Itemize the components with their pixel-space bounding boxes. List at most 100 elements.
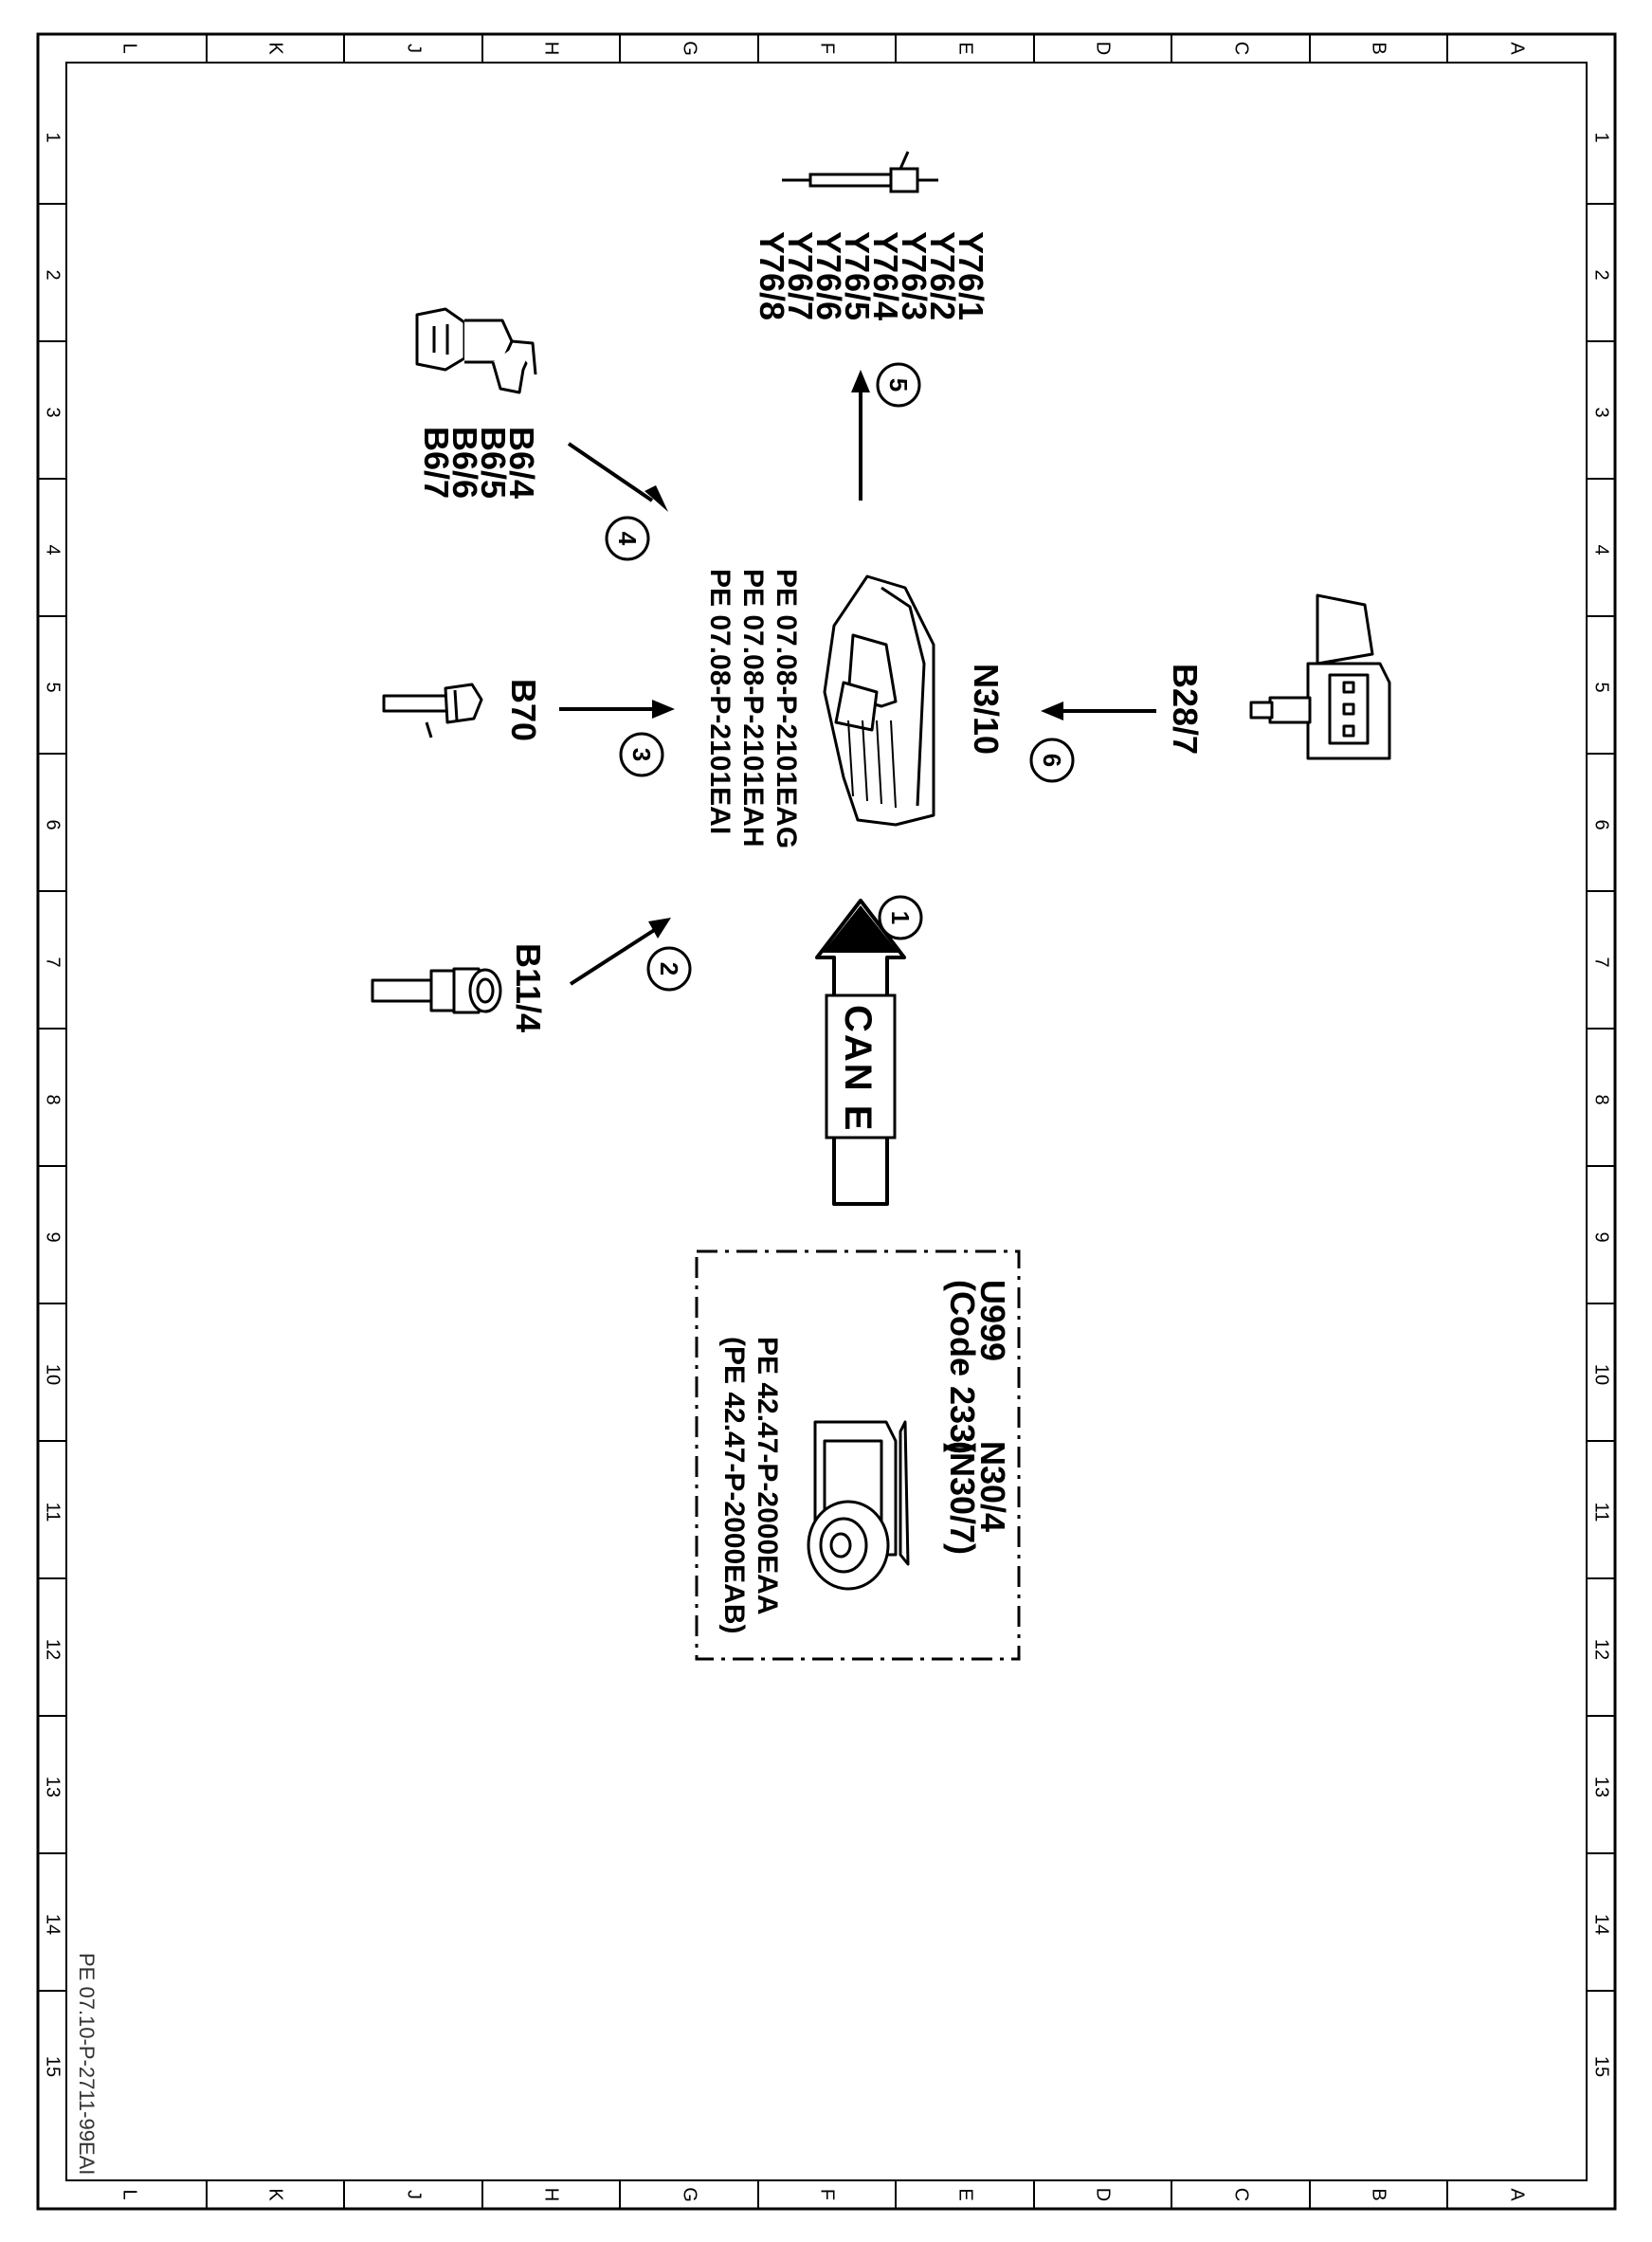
callouts: 1 2 3 4 5 6: [605, 362, 1075, 992]
control-unit-n3-10: N3/10 PE 07.08-P-2101EAG PE 07.08-P-2101…: [704, 569, 1006, 848]
sensor-b70: B70: [382, 679, 543, 741]
row-number: 15: [43, 2056, 64, 2077]
row-number: 2: [1591, 269, 1612, 280]
control-unit-ref-1: PE 07.08-P-2101EAG: [771, 569, 802, 848]
row-number: 7: [1591, 957, 1612, 967]
col-letter: G: [680, 41, 700, 56]
row-number: 3: [1591, 407, 1612, 417]
transmission-control-icon: [807, 1420, 910, 1591]
row-number: 6: [1591, 819, 1612, 829]
camshaft-sensor-label: B6/7: [417, 427, 456, 499]
injector-label: Y76/7: [781, 231, 820, 320]
camshaft-sensor-label: B6/5: [474, 427, 513, 499]
callout-5: 5: [884, 378, 913, 392]
col-letter: F: [817, 2189, 838, 2200]
row-number: 12: [43, 1639, 64, 1660]
callout-4: 4: [613, 532, 642, 546]
camshaft-sensor-group: B6/4 B6/5 B6/6 B6/7: [415, 307, 541, 499]
row-number: 1: [43, 132, 64, 142]
callout-2: 2: [655, 962, 683, 975]
temperature-sensor-icon: [371, 967, 502, 1014]
document-id: PE 07.10-P-2711-99EAI: [75, 1953, 99, 2175]
col-letter: L: [119, 43, 140, 53]
callout-1: 1: [886, 911, 915, 924]
col-letter: B: [1369, 2188, 1389, 2200]
col-letter: A: [1507, 2188, 1528, 2201]
row-number: 5: [1591, 682, 1612, 692]
unit-line: (N30/7): [943, 1441, 982, 1555]
row-number: 7: [43, 957, 64, 967]
can-bus-label: CAN E: [837, 1005, 879, 1132]
col-letter: H: [541, 2188, 562, 2201]
control-unit-ref-3: PE 07.08-P-2101EAI: [704, 569, 735, 834]
row-number: 4: [1591, 544, 1612, 555]
arrow-4: [567, 442, 654, 502]
row-number: 2: [43, 269, 64, 280]
row-number: 11: [43, 1503, 64, 1522]
row-number: 5: [43, 682, 64, 692]
callout-6: 6: [1038, 754, 1066, 767]
inner-frame: [65, 62, 1588, 2181]
row-number: 8: [1591, 1094, 1612, 1104]
ecu-icon: [823, 574, 935, 827]
row-number: 13: [43, 1777, 64, 1797]
col-letter: E: [955, 42, 976, 54]
row-number: 10: [43, 1364, 64, 1385]
row-number: 4: [43, 544, 64, 555]
col-letter: K: [265, 42, 286, 55]
row-number: 9: [43, 1231, 64, 1242]
can-bus-arrow: CAN E: [815, 899, 906, 1206]
col-letter: F: [817, 43, 838, 54]
row-number: 11: [1591, 1503, 1612, 1522]
pressure-sensor-icon: [1249, 593, 1391, 760]
col-letter: C: [1231, 2188, 1252, 2201]
sensor-b70-label: B70: [504, 679, 543, 741]
row-number: 8: [43, 1094, 64, 1104]
col-letter: A: [1507, 42, 1528, 55]
col-letter: J: [404, 2190, 425, 2199]
crankshaft-sensor-icon: [382, 683, 483, 738]
injector-label: Y76/1: [952, 231, 990, 320]
unit-ref-1: PE 42.47-P-2000EAA: [752, 1337, 783, 1615]
sensor-b11-4: B11/4: [371, 943, 548, 1032]
col-letter: H: [541, 42, 562, 55]
col-letter: J: [404, 44, 425, 53]
camshaft-sensor-label: B6/6: [445, 427, 484, 499]
camshaft-sensor-icon: [415, 307, 537, 394]
col-letter: C: [1231, 42, 1252, 55]
unit-ref-2: (PE 42.47-P-2000EAB): [718, 1337, 750, 1633]
row-number: 1: [1591, 132, 1612, 142]
injector-label: Y76/2: [923, 231, 962, 320]
row-number: 6: [43, 819, 64, 829]
col-letter: E: [955, 2188, 976, 2200]
row-number: 9: [1591, 1231, 1612, 1242]
row-number: 12: [1591, 1639, 1612, 1660]
col-letter: L: [119, 2189, 140, 2199]
camshaft-sensor-label: B6/4: [502, 427, 541, 499]
injectors-group: Y76/1 Y76/2 Y76/3 Y76/4 Y76/5 Y76/6 Y76/…: [753, 151, 990, 320]
row-ruler: [38, 203, 1615, 1992]
sensor-b28-7-label: B28/7: [1166, 664, 1205, 755]
injector-label: Y76/8: [753, 231, 791, 320]
row-number: 14: [1591, 1914, 1612, 1935]
sensor-b28-7: B28/7: [1166, 593, 1391, 760]
row-number: 13: [1591, 1777, 1612, 1797]
col-letter: G: [680, 2187, 700, 2202]
injector-label: Y76/3: [895, 231, 934, 320]
arrow-2: [569, 927, 658, 986]
unit-line: U999: [973, 1280, 1012, 1361]
unit-line: (Code 233): [943, 1280, 982, 1454]
callout-3: 3: [627, 748, 656, 761]
optional-code-box: [695, 1249, 1021, 1661]
sensor-b11-4-label: B11/4: [509, 943, 548, 1032]
col-letter: D: [1093, 42, 1114, 55]
col-letter: B: [1369, 42, 1389, 54]
injector-icon: [782, 151, 938, 193]
col-letter: D: [1093, 2188, 1114, 2201]
injector-label: Y76/5: [838, 231, 877, 320]
column-ruler: [206, 34, 1448, 2209]
injector-label: Y76/6: [809, 231, 848, 320]
injector-label: Y76/4: [866, 231, 905, 320]
signal-arrows: [559, 370, 1156, 986]
